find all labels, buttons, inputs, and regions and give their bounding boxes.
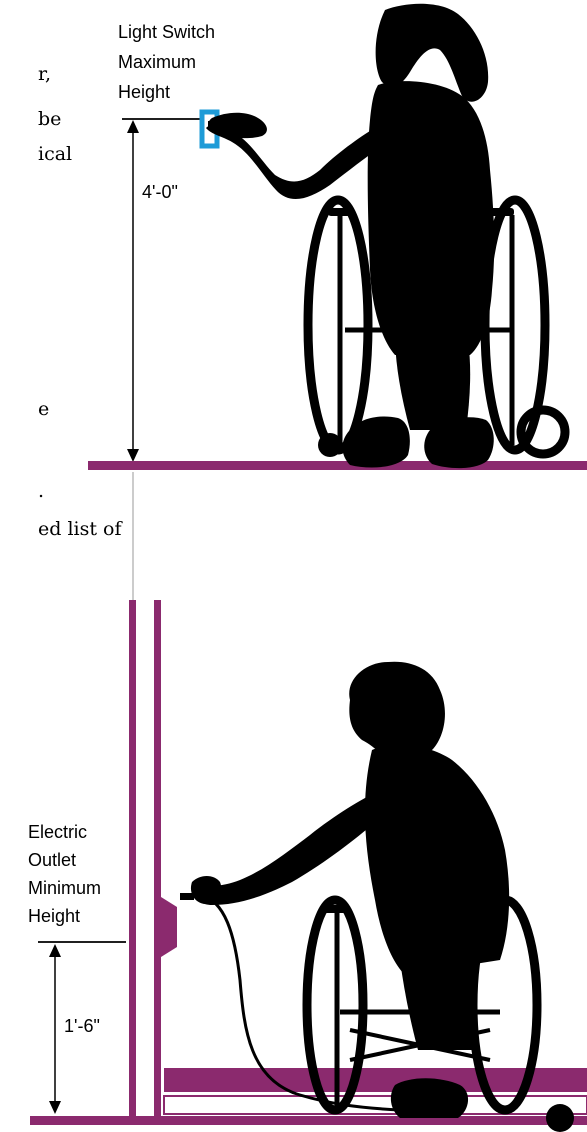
outlet-label: Electric Outlet Minimum Height <box>28 822 101 926</box>
light-switch-label-line: Light Switch <box>118 22 215 42</box>
switch-height-dimension: 4'-0" <box>142 182 178 202</box>
partial-body-text: r, be ical e . ed list of <box>38 63 123 540</box>
outlet-label-line: Minimum <box>28 878 101 898</box>
extension-cord <box>199 893 401 1112</box>
floor-top <box>88 461 587 470</box>
person-wheelchair-silhouette-top <box>206 3 570 469</box>
person-wheelchair-silhouette-bottom <box>180 661 574 1132</box>
wall-inner <box>154 600 161 1120</box>
outlet-height-dimension-arrow <box>49 944 61 1114</box>
outlet-label-line: Outlet <box>28 850 76 870</box>
partial-text-line: ical <box>38 143 72 165</box>
baseboard <box>163 1068 587 1115</box>
light-switch-label-line: Height <box>118 82 170 102</box>
partial-text-line: . <box>38 480 44 502</box>
light-switch-label-line: Maximum <box>118 52 196 72</box>
switch-height-dimension-arrow <box>127 120 139 462</box>
partial-text-line: e <box>38 398 49 420</box>
light-switch-label: Light Switch Maximum Height <box>118 22 215 102</box>
floor-bottom <box>30 1116 587 1125</box>
partial-text-line: r, <box>38 63 51 85</box>
wall-outer <box>129 600 136 1120</box>
partial-text-line: ed list of <box>38 518 123 540</box>
electric-outlet <box>161 897 177 957</box>
outlet-height-dimension: 1'-6" <box>64 1016 100 1036</box>
partial-text-line: be <box>38 108 61 130</box>
outlet-label-line: Electric <box>28 822 87 842</box>
outlet-label-line: Height <box>28 906 80 926</box>
